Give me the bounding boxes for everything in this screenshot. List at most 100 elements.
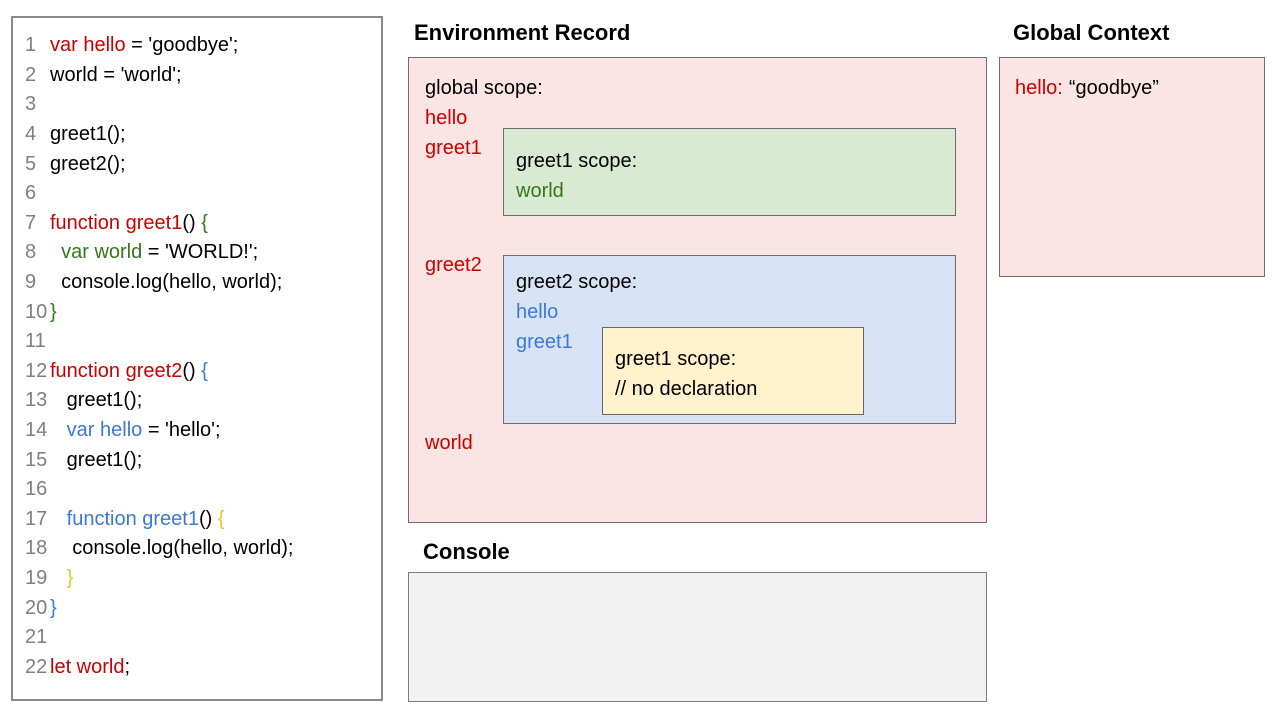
code-token: } (50, 596, 57, 619)
code-text: function greet1() { (50, 508, 225, 531)
code-token: var hello (50, 34, 126, 57)
code-token: { (201, 359, 208, 382)
code-token: { (201, 211, 208, 234)
code-token: function greet2 (50, 359, 183, 382)
code-text: greet2(); (50, 153, 126, 176)
code-line: 9 console.log(hello, world); (13, 268, 381, 298)
code-text: } (50, 597, 57, 620)
code-line: 7 function greet1() { (13, 209, 381, 239)
line-number: 19 (25, 566, 48, 589)
line-number: 21 (25, 626, 48, 649)
global-var-hello: hello (425, 107, 468, 129)
code-token: () (198, 507, 218, 530)
global-var-greet1: greet1 (425, 137, 482, 159)
line-number: 1 (25, 34, 37, 57)
inner-greet1-scope-label: greet1 scope: (615, 348, 737, 370)
code-line: 17 function greet1() { (13, 505, 381, 535)
line-number: 15 (25, 448, 48, 471)
line-number: 4 (25, 123, 37, 146)
line-number: 16 (25, 478, 48, 501)
line-number: 9 (25, 271, 37, 294)
code-line: 5 greet2(); (13, 149, 381, 179)
code-text: } (50, 566, 74, 590)
code-token: greet1(); (50, 389, 143, 412)
line-number: 17 (25, 507, 48, 530)
code-token: = 'goodbye'; (125, 34, 239, 57)
line-number: 7 (25, 211, 37, 234)
inner-greet1-comment: // no declaration (615, 378, 758, 400)
greet2-var-hello: hello (516, 301, 559, 323)
code-text: world = 'world'; (50, 64, 182, 87)
code-token: console.log(hello, world); (50, 537, 294, 560)
code-token: () (182, 359, 202, 382)
line-number: 13 (25, 389, 48, 412)
code-text: greet1(); (50, 448, 143, 472)
global-context-entry-key: hello: (1015, 77, 1063, 99)
code-line: 16 (13, 475, 381, 505)
line-number: 20 (25, 596, 48, 619)
code-line: 10} (13, 297, 381, 327)
code-line: 4 greet1(); (13, 120, 381, 150)
global-context-box: hello:“goodbye” (999, 57, 1265, 277)
code-text: var hello = 'goodbye'; (50, 34, 238, 57)
code-token: ; (124, 655, 131, 678)
line-number: 10 (25, 300, 48, 323)
global-var-greet2: greet2 (425, 254, 482, 276)
greet1-scope-box: greet1 scope: world (503, 128, 956, 216)
greet1-scope-label: greet1 scope: (516, 150, 638, 172)
greet2-var-greet1: greet1 (516, 331, 573, 353)
line-number: 18 (25, 537, 48, 560)
code-line: 14 var hello = 'hello'; (13, 416, 381, 446)
code-line: 18 console.log(hello, world); (13, 534, 381, 564)
code-line: 6 (13, 179, 381, 209)
code-line: 19 } (13, 564, 381, 594)
global-context-entry: hello:“goodbye” (1015, 75, 1159, 101)
code-token: { (217, 507, 225, 530)
code-token: () (182, 211, 202, 234)
global-context-entry-value: “goodbye” (1068, 77, 1159, 99)
code-line: 13 greet1(); (13, 386, 381, 416)
line-number: 22 (25, 655, 48, 678)
code-line: 11 (13, 327, 381, 357)
global-scope-label: global scope: (425, 77, 543, 99)
code-line: 21 (13, 623, 381, 653)
console-title: Console (423, 539, 510, 564)
line-number: 6 (25, 182, 37, 205)
environment-record-title: Environment Record (414, 20, 631, 45)
code-token: greet1(); (50, 123, 126, 146)
code-token: console.log(hello, world); (50, 271, 283, 294)
inner-greet1-scope-box: greet1 scope: // no declaration (602, 327, 864, 415)
line-number: 3 (25, 93, 37, 116)
code-text: console.log(hello, world); (50, 537, 293, 560)
code-line: 20} (13, 593, 381, 623)
global-var-world: world (425, 432, 473, 454)
code-token: } (50, 566, 74, 589)
code-token: = 'WORLD!'; (142, 241, 259, 264)
code-text: function greet1() { (50, 212, 208, 235)
code-token: var world (50, 241, 143, 264)
code-token: world = 'world'; (50, 63, 182, 86)
code-text: greet1(); (50, 123, 126, 146)
code-text: var hello = 'hello'; (50, 419, 221, 442)
code-token: let world (50, 655, 125, 678)
line-number: 5 (25, 152, 37, 175)
code-token: function greet1 (50, 507, 199, 530)
code-text: greet1(); (50, 389, 143, 412)
code-token: } (50, 300, 57, 323)
code-text: let world; (50, 656, 130, 679)
code-token: greet1(); (50, 448, 143, 471)
greet2-scope-label: greet2 scope: (516, 271, 638, 293)
code-token: greet2(); (50, 152, 126, 175)
code-line: 3 (13, 90, 381, 120)
global-context-title: Global Context (1013, 20, 1170, 45)
console-box (408, 572, 987, 702)
code-text: console.log(hello, world); (50, 271, 282, 294)
line-number: 8 (25, 241, 37, 264)
line-number: 12 (25, 359, 48, 382)
code-line: 8 var world = 'WORLD!'; (13, 238, 381, 268)
